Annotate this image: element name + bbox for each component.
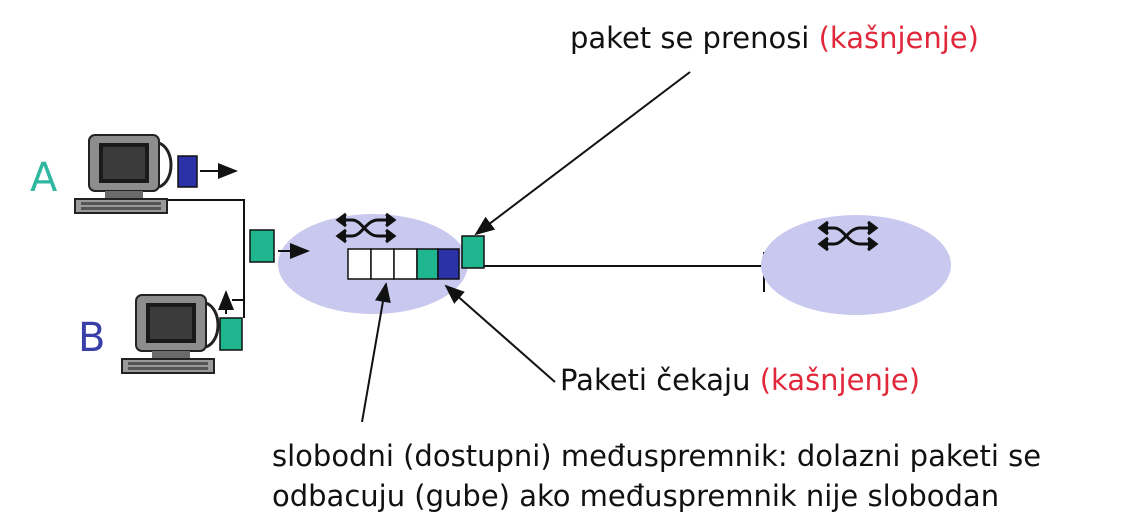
arrow-buffer-pointer [361,282,391,423]
label-buffer-line-2: odbacuju (gube) ako međuspremnik nije sl… [272,479,1000,513]
queued-packet-blue [437,248,460,280]
link-host-a [165,199,245,301]
arrow-transmit-pointer [474,71,691,236]
packet-from-a [177,155,238,188]
computer-icon [74,134,173,214]
packet-from-b [218,290,243,351]
packet-on-link [249,229,310,263]
queue-buffer [347,248,460,280]
label-buffer-line-1: slobodni (dostupni) međuspremnik: dolazn… [272,439,1042,473]
label-free-buffer: slobodni (dostupni) međuspremnik: dolazn… [272,436,1041,516]
label-wait-delay: (kašnjenje) [759,363,921,397]
label-packet-transmitting: paket se prenosi (kašnjenje) [570,24,979,53]
label-transmit-delay: (kašnjenje) [818,21,979,55]
label-packets-waiting: Paketi čekaju (kašnjenje) [560,366,920,395]
link-router-to-router [484,252,765,292]
label-transmit-text: paket se prenosi [570,21,810,55]
label-wait-text: Paketi čekaju [560,363,751,397]
transmitting-packet [461,235,485,269]
host-a-label: A [30,155,58,201]
arrow-wait-pointer [444,284,556,383]
host-b-label: B [78,315,106,361]
router-2 [761,215,951,315]
router-switch-icon [817,220,879,252]
computer-icon [121,294,220,374]
router-switch-icon [335,212,397,244]
queued-packet-green [416,248,439,280]
